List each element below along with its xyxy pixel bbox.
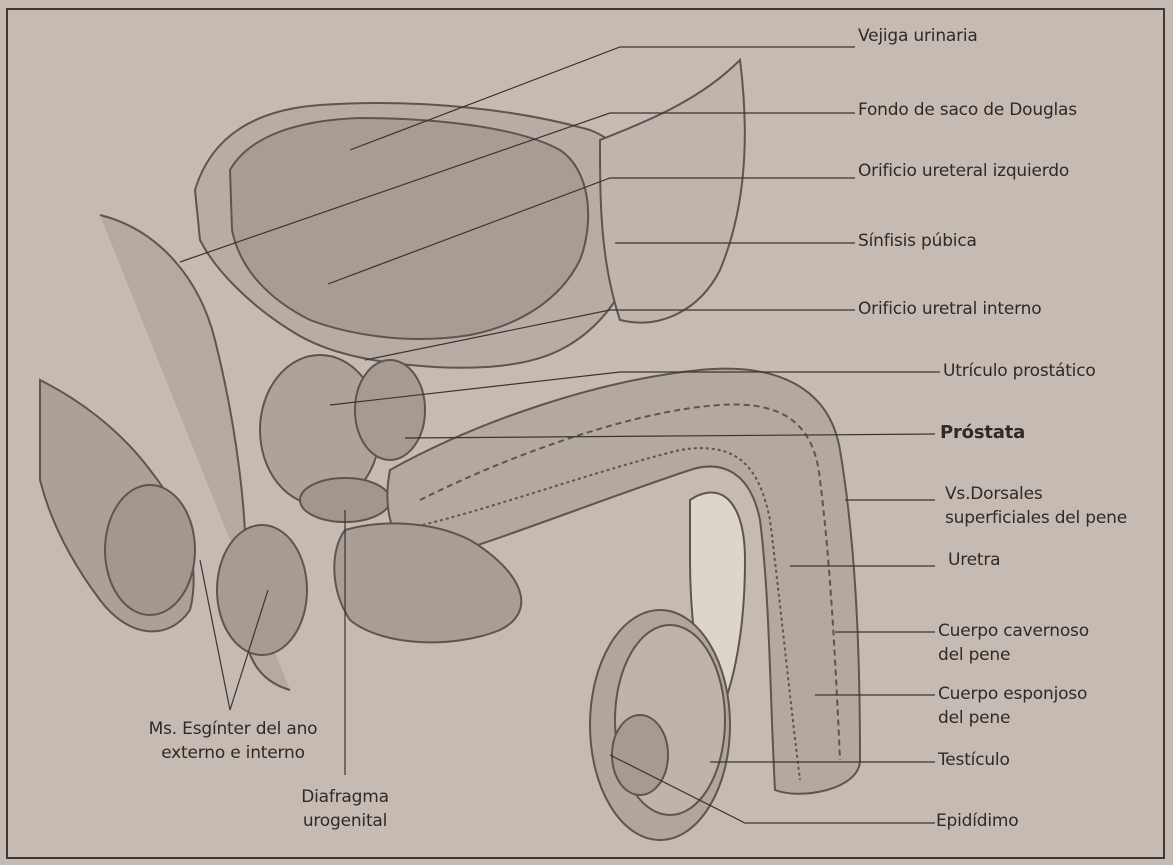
label-epididimo: Epidídimo — [936, 811, 1018, 832]
label-esponjoso-line1: Cuerpo esponjoso — [938, 684, 1087, 705]
label-prostata: Próstata — [940, 422, 1025, 443]
label-utriculo: Utrículo prostático — [943, 361, 1096, 382]
sphincter-external — [105, 485, 195, 615]
label-esfinter-line2: externo e interno — [128, 743, 338, 764]
label-diafragma-line1: Diafragma — [280, 787, 410, 808]
epididymis — [612, 715, 668, 795]
label-cavernoso-line1: Cuerpo cavernoso — [938, 621, 1089, 642]
sphincter-internal — [217, 525, 307, 655]
label-sinfisis-pubica: Sínfisis púbica — [858, 231, 977, 252]
label-cavernoso-line2: del pene — [938, 645, 1010, 666]
label-vejiga-urinaria: Vejiga urinaria — [858, 26, 978, 47]
label-esponjoso-line2: del pene — [938, 708, 1010, 729]
label-uretra: Uretra — [948, 550, 1000, 571]
label-dorsales-line1: Vs.Dorsales — [945, 484, 1042, 505]
label-orificio-uretral: Orificio uretral interno — [858, 299, 1041, 320]
label-dorsales-line2: superficiales del pene — [945, 508, 1127, 529]
label-diafragma-line2: urogenital — [280, 811, 410, 832]
bulb-spongiosum — [334, 523, 521, 642]
label-fondo-de-saco: Fondo de saco de Douglas — [858, 100, 1077, 121]
label-esfinter-line1: Ms. Esgínter del ano — [128, 719, 338, 740]
label-orificio-ureteral: Orificio ureteral izquierdo — [858, 161, 1069, 182]
pubic-symphysis — [600, 60, 745, 323]
prostate-utricle — [355, 360, 425, 460]
label-testiculo: Testículo — [938, 750, 1010, 771]
